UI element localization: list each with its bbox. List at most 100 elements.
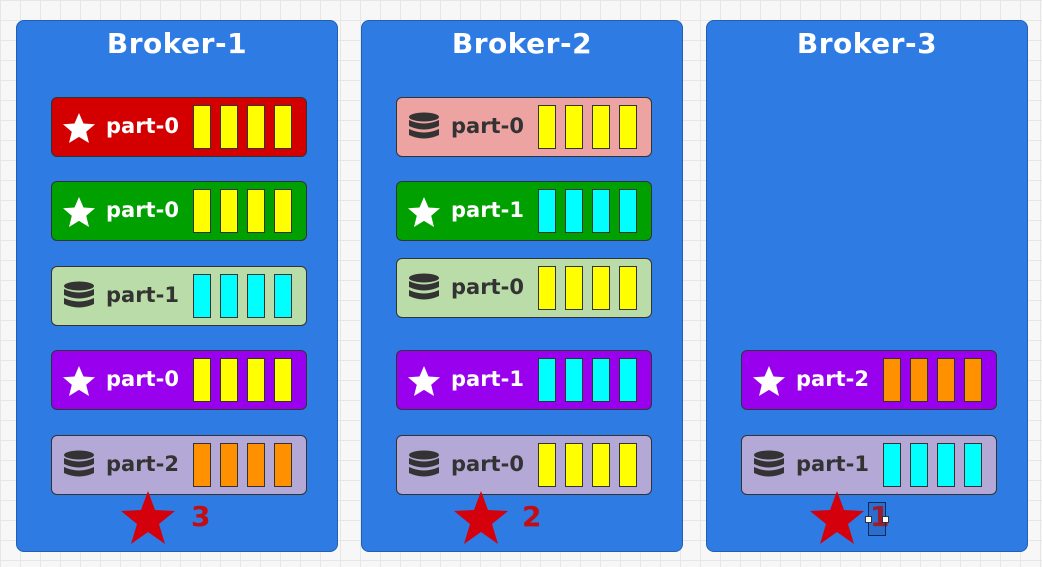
message-cell xyxy=(274,358,292,402)
partition-box[interactable]: part-1 xyxy=(741,435,997,495)
message-cell xyxy=(619,105,637,149)
message-cell xyxy=(193,189,211,233)
message-cell xyxy=(538,266,556,310)
message-cells xyxy=(193,358,292,402)
message-cell xyxy=(538,443,556,487)
partition-box[interactable]: part-0 xyxy=(51,181,307,241)
star-icon xyxy=(408,366,440,396)
message-cell xyxy=(220,358,238,402)
partition-label: part-1 xyxy=(451,367,524,391)
leader-star-icon xyxy=(454,491,508,544)
partition-box[interactable]: part-1 xyxy=(396,350,652,410)
leader-count: 2 xyxy=(522,500,542,533)
message-cell xyxy=(619,443,637,487)
message-cell xyxy=(193,274,211,318)
leader-count: 3 xyxy=(191,500,211,533)
message-cell xyxy=(193,105,211,149)
resize-handle[interactable] xyxy=(882,516,889,523)
message-cell xyxy=(247,105,265,149)
message-cell xyxy=(565,105,583,149)
database-icon xyxy=(64,450,94,477)
message-cell xyxy=(565,189,583,233)
message-cells xyxy=(538,105,637,149)
partition-box[interactable]: part-1 xyxy=(396,181,652,241)
partition-label: part-0 xyxy=(106,114,179,138)
broker-panel-1[interactable]: Broker-1 part-0 part-0 part-1 part-0 par… xyxy=(16,20,338,552)
message-cells xyxy=(883,443,982,487)
message-cell xyxy=(247,443,265,487)
message-cell xyxy=(592,105,610,149)
message-cell xyxy=(274,105,292,149)
message-cells xyxy=(538,443,637,487)
partition-box[interactable]: part-2 xyxy=(51,435,307,495)
database-icon xyxy=(409,273,439,300)
message-cell xyxy=(193,443,211,487)
star-icon xyxy=(63,197,95,227)
message-cell xyxy=(193,358,211,402)
partition-label: part-2 xyxy=(106,452,179,476)
leader-count: 1 xyxy=(870,500,890,533)
partition-label: part-0 xyxy=(451,275,524,299)
message-cell xyxy=(964,358,982,402)
message-cell xyxy=(964,443,982,487)
database-icon xyxy=(409,112,439,139)
message-cells xyxy=(883,358,982,402)
message-cell xyxy=(220,443,238,487)
message-cell xyxy=(937,358,955,402)
partition-box[interactable]: part-0 xyxy=(51,350,307,410)
message-cells xyxy=(193,189,292,233)
message-cells xyxy=(538,358,637,402)
partition-box[interactable]: part-1 xyxy=(51,266,307,326)
message-cell xyxy=(592,189,610,233)
star-icon xyxy=(753,366,785,396)
message-cell xyxy=(592,443,610,487)
message-cell xyxy=(619,189,637,233)
message-cells xyxy=(538,189,637,233)
message-cell xyxy=(220,274,238,318)
star-icon xyxy=(63,113,95,143)
leader-star-icon xyxy=(810,491,864,544)
message-cell xyxy=(883,358,901,402)
resize-handle[interactable] xyxy=(865,516,872,523)
broker-panel-3[interactable]: Broker-3 part-2 part-1 xyxy=(706,20,1028,552)
database-icon xyxy=(64,281,94,308)
message-cells xyxy=(193,443,292,487)
partition-label: part-0 xyxy=(451,114,524,138)
message-cell xyxy=(910,358,928,402)
partition-box[interactable]: part-2 xyxy=(741,350,997,410)
message-cell xyxy=(220,189,238,233)
database-icon xyxy=(754,450,784,477)
partition-label: part-1 xyxy=(451,198,524,222)
message-cell xyxy=(247,358,265,402)
partition-label: part-1 xyxy=(106,283,179,307)
broker-title: Broker-1 xyxy=(106,27,248,60)
star-icon xyxy=(408,197,440,227)
message-cell xyxy=(274,189,292,233)
partition-label: part-0 xyxy=(451,452,524,476)
message-cell xyxy=(274,274,292,318)
message-cell xyxy=(274,443,292,487)
database-icon xyxy=(409,450,439,477)
partition-box[interactable]: part-0 xyxy=(396,435,652,495)
message-cell xyxy=(538,358,556,402)
message-cells xyxy=(538,266,637,310)
message-cells xyxy=(193,105,292,149)
leader-star-icon xyxy=(121,491,175,544)
message-cell xyxy=(220,105,238,149)
message-cell xyxy=(910,443,928,487)
partition-box[interactable]: part-0 xyxy=(396,97,652,157)
partition-label: part-1 xyxy=(796,452,869,476)
message-cell xyxy=(247,189,265,233)
message-cell xyxy=(937,443,955,487)
partition-box[interactable]: part-0 xyxy=(396,258,652,318)
message-cell xyxy=(565,358,583,402)
partition-label: part-0 xyxy=(106,367,179,391)
message-cell xyxy=(565,266,583,310)
broker-panel-2[interactable]: Broker-2 part-0 part-1 part-0 part-1 par… xyxy=(361,20,683,552)
partition-box[interactable]: part-0 xyxy=(51,97,307,157)
message-cell xyxy=(619,266,637,310)
selection-box[interactable] xyxy=(865,502,889,536)
message-cell xyxy=(565,443,583,487)
partition-label: part-0 xyxy=(106,198,179,222)
message-cell xyxy=(592,358,610,402)
